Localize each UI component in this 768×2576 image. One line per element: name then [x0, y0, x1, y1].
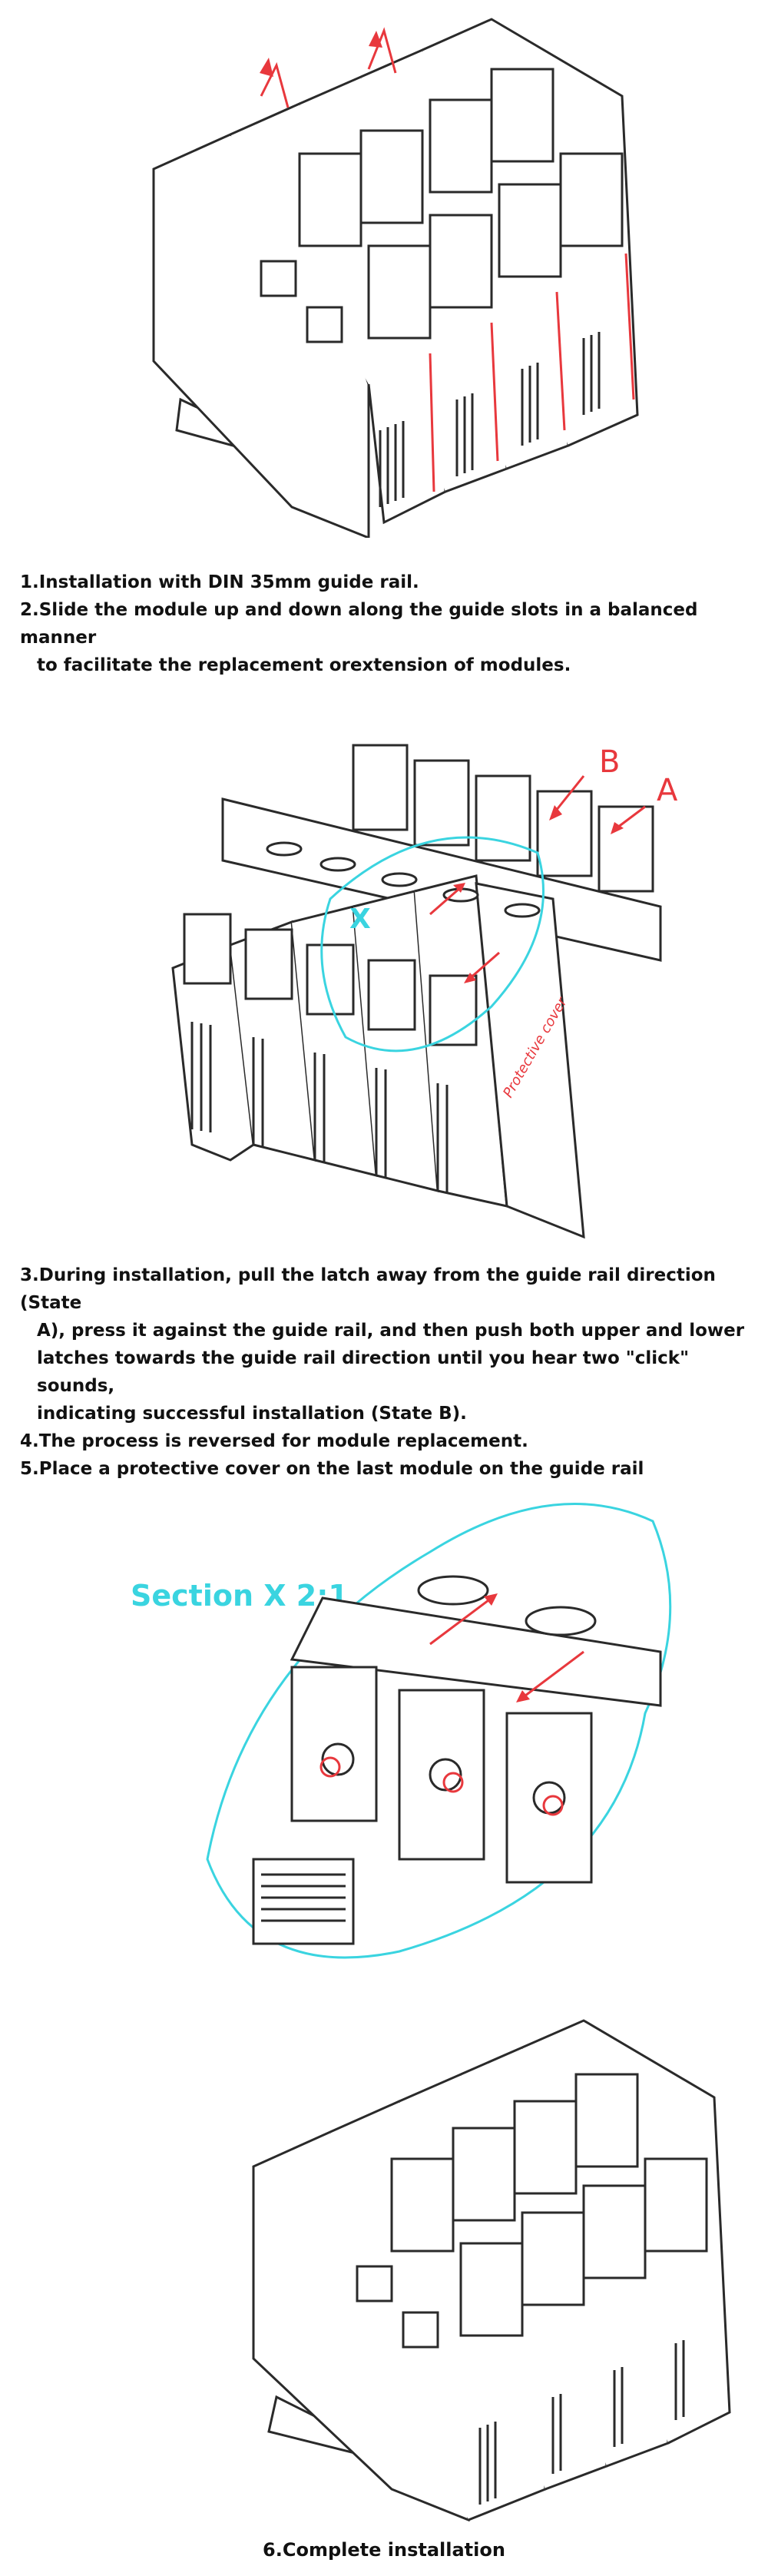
- caption-step-1-2: 1.Installation with DIN 35mm guide rail.…: [20, 569, 757, 679]
- step-2-text-cont: to facilitate the replacement orextensio…: [37, 655, 571, 675]
- figure-rail-latch: X B A Protective cover: [0, 714, 768, 1252]
- step-2-text: 2.Slide the module up and down along the…: [20, 600, 698, 648]
- label-x: X: [349, 903, 371, 935]
- figure-section-x: [0, 1460, 768, 1967]
- step-1-text: 1.Installation with DIN 35mm guide rail.: [20, 572, 419, 592]
- figure-module-sliding: [0, 0, 768, 538]
- section-title: Section X 2:1: [131, 1579, 349, 1613]
- step-4-text: 4.The process is reversed for module rep…: [20, 1431, 528, 1451]
- step-3-text-line4: indicating successful installation (Stat…: [37, 1404, 467, 1424]
- step-6-text: 6.Complete installation: [263, 2539, 505, 2561]
- step-5-text: 5.Place a protective cover on the last m…: [20, 1459, 644, 1479]
- step-3-text-line2: A), press it against the guide rail, and…: [37, 1321, 745, 1341]
- figure-complete-installation: [0, 2013, 768, 2528]
- label-a: A: [657, 773, 678, 808]
- label-b: B: [599, 744, 620, 780]
- step-3-text-line3: latches towards the guide rail direction…: [37, 1348, 690, 1396]
- step-3-text-line1: 3.During installation, pull the latch aw…: [20, 1265, 716, 1313]
- caption-step-3-5: 3.During installation, pull the latch aw…: [20, 1261, 757, 1483]
